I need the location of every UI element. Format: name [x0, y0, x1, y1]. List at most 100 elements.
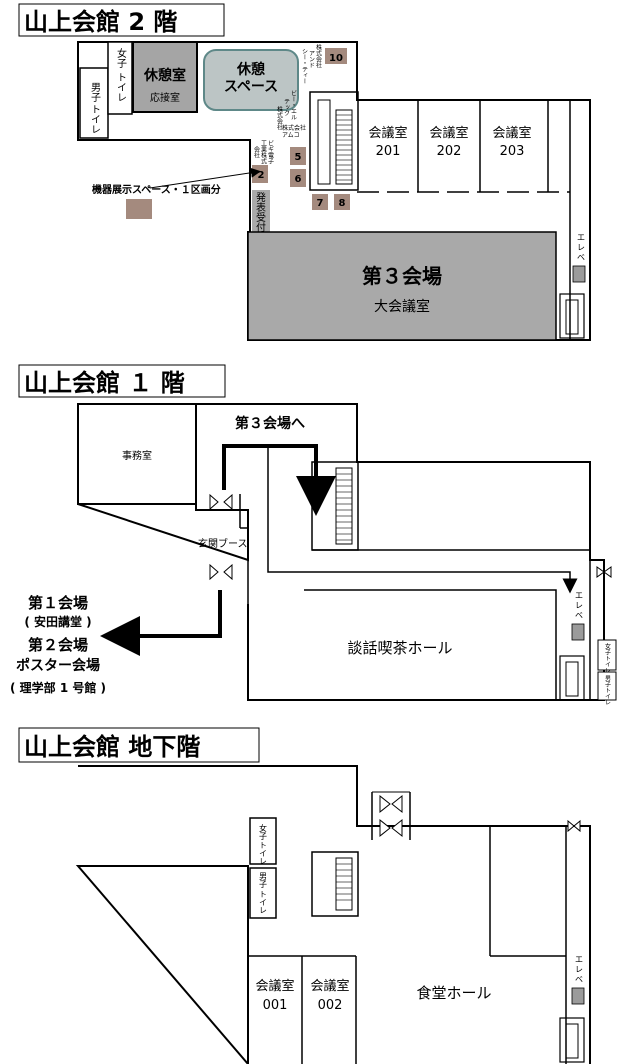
floor-1-entrance-doors	[209, 493, 233, 581]
room-202-name: 会議室	[429, 125, 468, 141]
svg-text:ビー・エル: ビー・エル	[290, 89, 297, 120]
booth-2-company: ビギ電子 工業株式 会社	[253, 139, 274, 164]
science-building-label: ( 理学部 1 号館 )	[10, 680, 106, 695]
svg-text:ベ: ベ	[577, 253, 585, 262]
booth-5-number: 5	[295, 152, 302, 163]
mens-wc-label-1: 男子	[89, 82, 101, 102]
womens-wc-label-1: 女子	[115, 47, 127, 68]
floor-2-stairwell	[309, 91, 359, 191]
svg-text:ベ: ベ	[575, 975, 583, 984]
svg-text:会社: 会社	[253, 145, 260, 159]
floor-1-mens-wc	[597, 671, 617, 701]
hall-3	[247, 231, 557, 341]
presentation-reception	[252, 190, 270, 232]
floor-2-title: 山上会館 2 階	[24, 8, 177, 36]
basement-title-box	[18, 727, 260, 763]
basement-mens-wc-label-2: トイレ	[259, 890, 268, 914]
floor-1-side-door	[596, 566, 612, 578]
svg-text:アンド: アンド	[308, 50, 315, 68]
equipment-space-sample	[126, 199, 152, 219]
floor-2-elevator	[572, 265, 586, 283]
room-203-name: 会議室	[492, 125, 531, 141]
floor-2-title-box	[18, 3, 225, 37]
booth-7-number: 7	[317, 198, 324, 209]
poster-hall-label: ポスター会場	[16, 657, 100, 674]
lounge-space	[203, 49, 299, 111]
basement-plan: 山上会館 地下階 女子 トイレ 男子 トイレ	[18, 727, 591, 1064]
hall-3-sub-label: 大会議室	[374, 298, 430, 315]
floor-1-womens-wc-label: 女子トイレ	[604, 642, 611, 673]
svg-text:レ: レ	[575, 601, 583, 610]
basement-womens-wc	[249, 817, 277, 865]
booth-5-company: 株式会社 アムコ	[282, 124, 306, 139]
basement-womens-wc-label-1: 女子	[259, 823, 268, 840]
floor-2-stair-steps	[336, 114, 352, 181]
booth-5	[290, 147, 306, 165]
booth-10-number: 10	[329, 53, 343, 64]
room-203-number: 203	[500, 144, 525, 159]
reception-room-label: 応接室	[150, 91, 180, 104]
basement-title: 山上会館 地下階	[24, 733, 200, 761]
basement-stairwell	[311, 851, 359, 917]
booth-2-number: 2	[258, 170, 265, 181]
svg-text:エ: エ	[577, 233, 585, 242]
hall-1-sub-label: ( 安田講堂 )	[24, 614, 91, 629]
office-room	[77, 403, 197, 505]
booth-9-company: ビー・エル テック 株式会社	[276, 89, 297, 131]
to-hall-1-2-arrow	[100, 590, 222, 656]
reception-char-3: 受	[256, 212, 266, 224]
room-202-number: 202	[437, 144, 462, 159]
floor-1-stairwell	[311, 461, 359, 551]
floor-1-stair-steps	[336, 473, 352, 541]
to-elevator-route	[267, 446, 578, 594]
floor-1-plan: 山上会館 １ 階 事務室 第３会場へ 玄関ブース 談話	[10, 364, 617, 705]
svg-text:ベ: ベ	[575, 611, 583, 620]
cafeteria-label: 食堂ホール	[416, 984, 491, 1002]
room-201-number: 201	[376, 144, 401, 159]
room-001-name: 会議室	[255, 978, 294, 994]
entrance-booth-label: 玄関ブース	[198, 537, 248, 550]
hall-1-label: 第１会場	[28, 594, 88, 612]
booth-6	[290, 169, 306, 187]
booth-8	[334, 194, 350, 210]
floor-1-title-box	[18, 364, 226, 398]
svg-text:レ: レ	[575, 965, 583, 974]
booth-6-number: 6	[295, 174, 302, 185]
to-hall-3-arrow	[222, 444, 336, 516]
lounge-hall	[304, 589, 557, 700]
womens-wc-label-2: トイレ	[115, 72, 127, 102]
hall-3-label: 第３会場	[362, 264, 442, 288]
mens-wc-label-2: トイレ	[89, 104, 101, 134]
floor-1-elevator	[571, 623, 585, 641]
reception-char-4: 付	[256, 221, 266, 234]
basement-womens-wc-label-2: トイレ	[259, 841, 268, 865]
floor-1-title: 山上会館 １ 階	[24, 369, 185, 397]
booth-8-number: 8	[339, 198, 346, 209]
booth-7	[312, 194, 328, 210]
lounge-space-label-2: スペース	[224, 79, 278, 95]
lounge-room-label: 休憩室	[143, 67, 186, 84]
svg-text:株式会社: 株式会社	[315, 43, 322, 69]
womens-wc-room	[107, 41, 133, 115]
svg-text:工業株式: 工業株式	[260, 140, 267, 164]
room-002-number: 002	[318, 998, 343, 1013]
basement-mens-wc	[249, 867, 277, 919]
svg-text:シー・ティー: シー・ティー	[301, 48, 308, 84]
equipment-space-label: 機器展示スペース・１区画分	[92, 183, 221, 196]
svg-text:アムコ: アムコ	[282, 132, 300, 139]
floor-2-plan: 山上会館 2 階 男子 トイレ 女子 トイレ 休憩室 応接室 休憩 スペース 1…	[18, 3, 591, 341]
lounge-space-label-1: 休憩	[236, 61, 265, 78]
basement-stair-steps	[336, 863, 352, 901]
booth-10	[325, 48, 347, 64]
basement-outline	[75, 765, 591, 1064]
hall-2-label: 第２会場	[28, 636, 88, 654]
basement-mens-wc-label-1: 男子	[259, 872, 268, 888]
svg-text:テック: テック	[283, 98, 290, 116]
equipment-pointer	[149, 167, 261, 189]
room-001-number: 001	[263, 998, 288, 1013]
svg-text:株式会社: 株式会社	[282, 124, 306, 132]
svg-text:エ: エ	[575, 955, 583, 964]
basement-doors	[379, 794, 581, 838]
reception-char-2: 表	[256, 201, 266, 214]
room-201-name: 会議室	[368, 125, 407, 141]
